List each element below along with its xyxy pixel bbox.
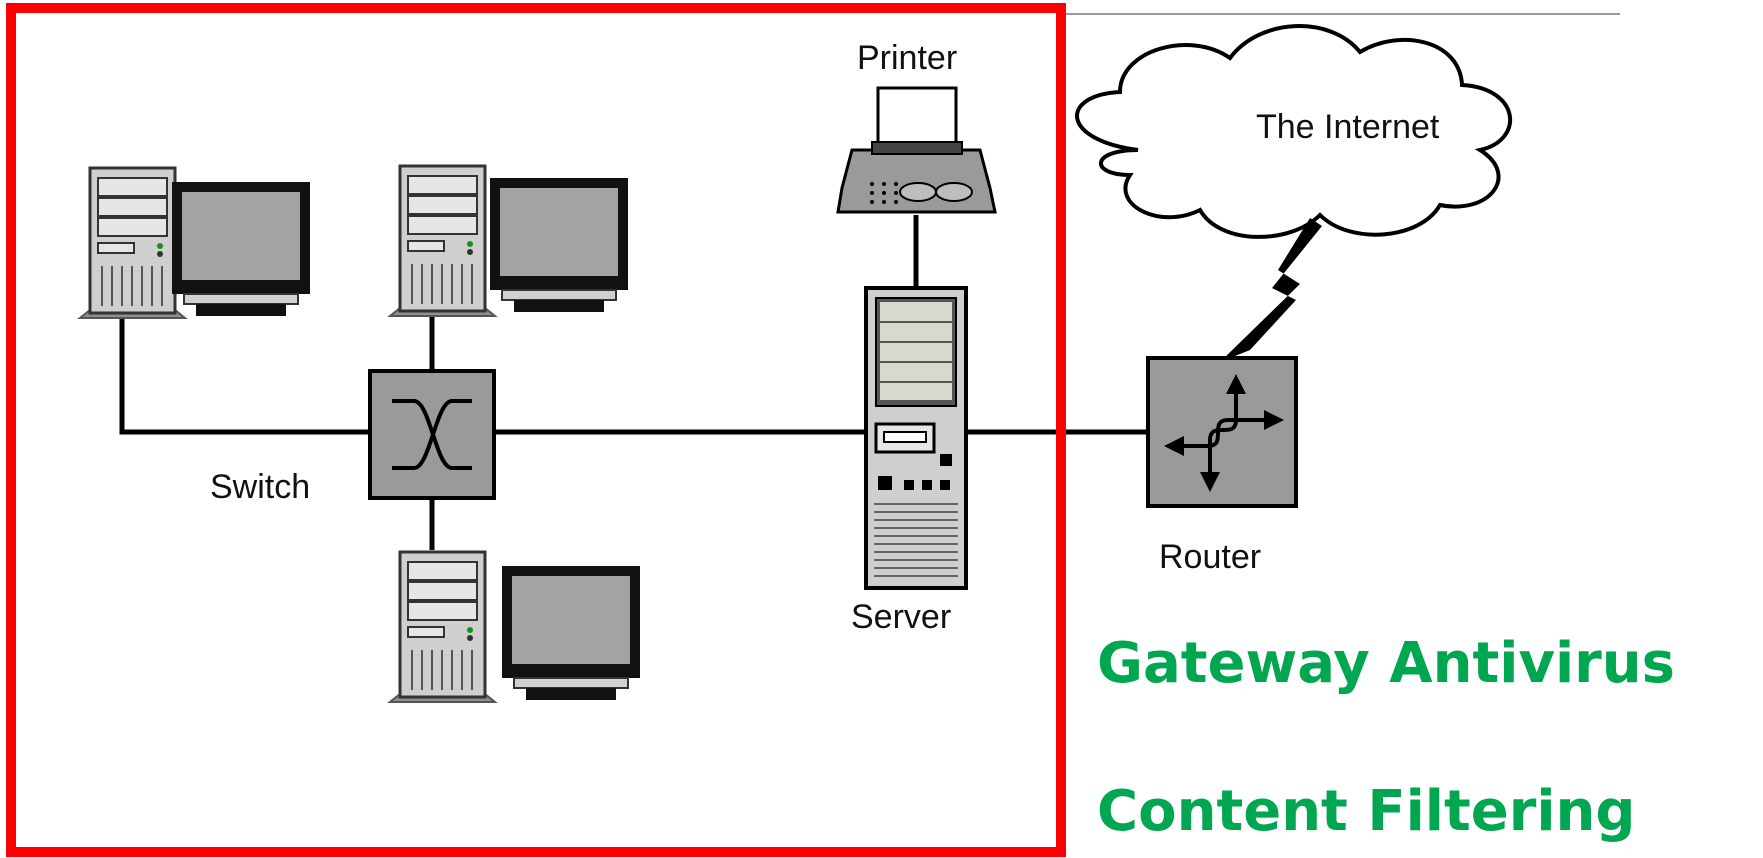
- monitor-icon: [501, 565, 641, 701]
- monitor-icon: [489, 177, 629, 313]
- lightning-bolt-icon: [1220, 218, 1322, 362]
- link-pc1-switch: [119, 302, 370, 435]
- switch-label: Switch: [210, 468, 310, 506]
- workstation-2: [388, 164, 629, 318]
- workstation-1: [78, 166, 311, 320]
- router-label: Router: [1159, 538, 1261, 576]
- switch-icon: [368, 369, 496, 500]
- highlight-box: [6, 3, 1066, 857]
- workstation-icon: [78, 166, 187, 320]
- internet-label: The Internet: [1256, 108, 1440, 146]
- workstation-icon: [388, 164, 497, 318]
- router-icon: [1146, 356, 1298, 508]
- printer-label: Printer: [857, 39, 957, 77]
- workstation-icon: [388, 550, 497, 704]
- gateway-antivirus-callout: Gateway Antivirus: [1097, 631, 1675, 696]
- printer-icon: [836, 86, 997, 214]
- server-icon: [864, 286, 968, 590]
- content-filtering-callout: Content Filtering: [1097, 779, 1635, 844]
- monitor-icon: [171, 181, 311, 317]
- workstation-3: [388, 550, 641, 704]
- server-label: Server: [851, 598, 951, 636]
- cloud-icon: [1075, 24, 1513, 239]
